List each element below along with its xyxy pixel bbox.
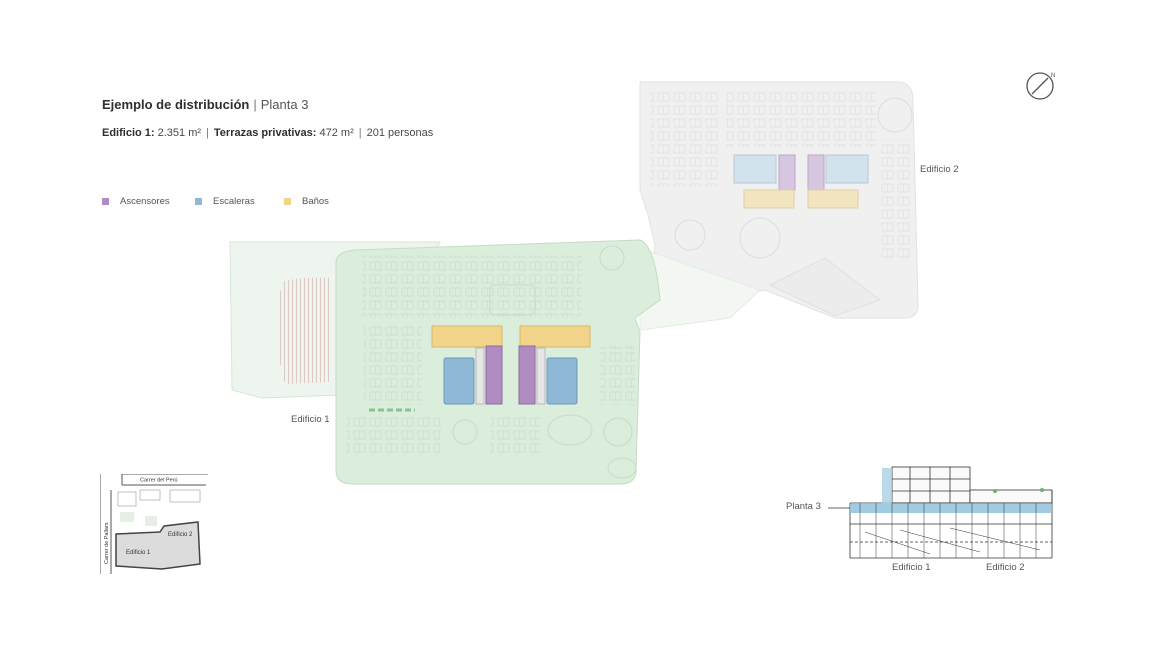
terrace-deck: [276, 277, 332, 384]
location-building-1: Edificio 1: [126, 550, 151, 556]
b1-desk-area-east: [600, 345, 635, 405]
b1-elevator-left: [485, 345, 503, 405]
stats-building-label: Edificio 1:: [102, 127, 155, 139]
b1-toilets-right: [519, 325, 591, 348]
b2-elevator-left: [778, 154, 796, 191]
location-building-2: Edificio 2: [168, 532, 193, 538]
page-title: Ejemplo de distribución|Planta 3: [102, 97, 308, 112]
stats-sep-2: |: [358, 127, 362, 139]
section-label-building-1: Edificio 1: [892, 562, 931, 573]
b1-corridor-right: [536, 347, 546, 405]
plan-label-building-1: Edificio 1: [291, 414, 330, 425]
b2-stairs-left: [733, 154, 777, 184]
legend-label-escaleras: Escaleras: [213, 196, 255, 207]
compass-icon: N: [1026, 72, 1055, 100]
legend-item-ascensores: Ascensores: [102, 196, 170, 207]
location-street-left: Carrer de Pallars: [104, 522, 110, 564]
section-label-building-2: Edificio 2: [986, 562, 1025, 573]
b1-desk-area-north: [362, 255, 582, 317]
b2-desk-area-1: [650, 92, 720, 187]
b2-desk-area-2: [726, 92, 876, 147]
title-main: Ejemplo de distribución: [102, 97, 250, 112]
legend-swatch-escaleras: [195, 198, 202, 205]
title-floor: Planta 3: [260, 97, 309, 112]
stats-building-value: 2.351 m²: [157, 127, 202, 139]
location-street-top: Carrer del Perú: [140, 478, 178, 484]
b2-toilets-right: [807, 189, 859, 209]
building-2-plan: [639, 81, 919, 319]
b1-elevator-right: [518, 345, 536, 405]
stats-line: Edificio 1: 2.351 m² | Terrazas privativas…: [102, 127, 433, 139]
b2-toilets-left: [743, 189, 795, 209]
title-separator: |: [253, 97, 257, 112]
stats-sep-1: |: [206, 127, 209, 139]
b1-stairs-left: [443, 357, 475, 405]
location-map: Carrer del Perú Carrer de Pallars Edific…: [100, 474, 208, 574]
legend-item-banos: Baños: [284, 196, 329, 207]
legend-label-ascensores: Ascensores: [120, 196, 170, 207]
stats-terraces-value: 472 m²: [319, 127, 354, 139]
b2-elevator-right: [807, 154, 825, 191]
b1-toilets-left: [431, 325, 503, 348]
legend-item-escaleras: Escaleras: [195, 196, 255, 207]
compass-north: N: [1051, 73, 1055, 79]
b2-stairs-right: [825, 154, 869, 184]
building-1-plan: [335, 239, 661, 485]
b1-desk-area-south: [490, 415, 540, 455]
legend-swatch-banos: [284, 198, 291, 205]
plan-label-building-2: Edificio 2: [920, 164, 959, 175]
b1-stairs-right: [546, 357, 578, 405]
section-floor-highlight: [850, 504, 1052, 513]
b1-desk-area-west: [364, 325, 422, 405]
stats-terraces-label: Terrazas privativas:: [213, 127, 317, 139]
b1-desk-area-southwest: [346, 415, 441, 455]
legend-swatch-ascensores: [102, 198, 109, 205]
section-floor-label: Planta 3: [786, 501, 821, 512]
b1-corridor-left: [475, 347, 485, 405]
legend-label-banos: Baños: [302, 196, 329, 207]
b2-desk-area-3: [880, 140, 912, 260]
stats-people: 201 personas: [366, 127, 434, 139]
section-elevation: [828, 466, 1053, 559]
